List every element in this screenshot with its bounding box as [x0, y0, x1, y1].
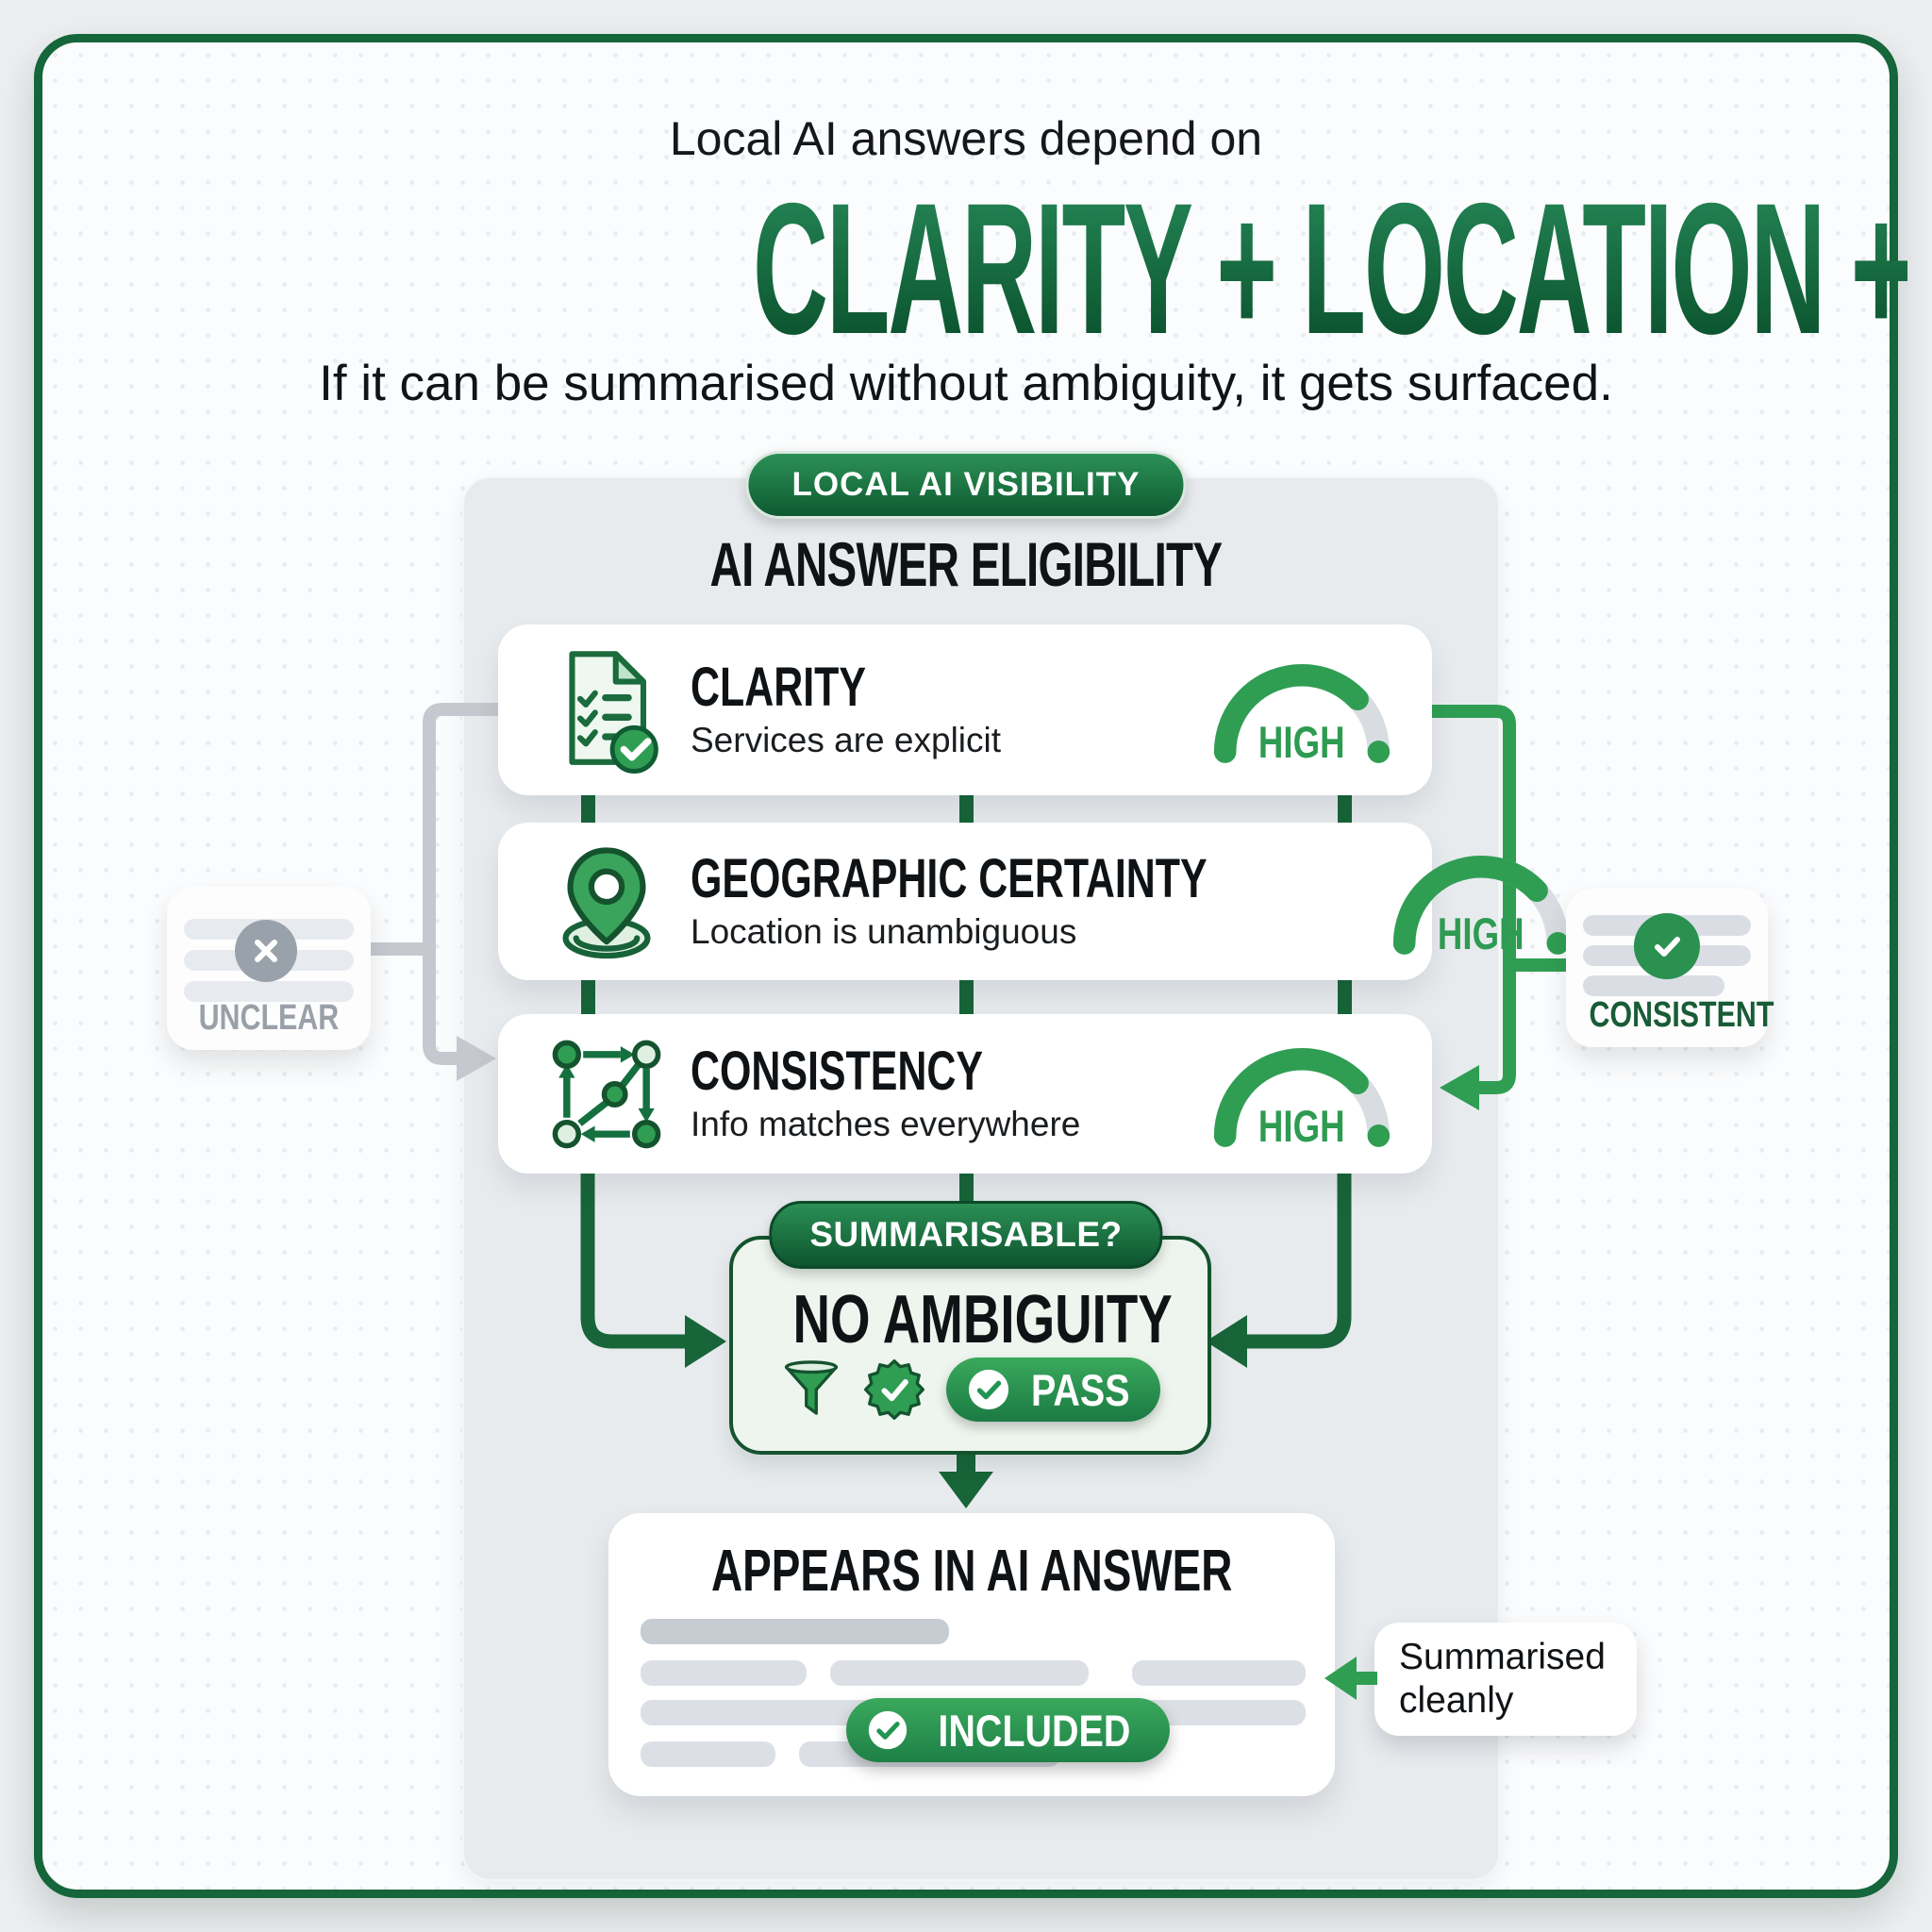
row-title: CLARITY	[691, 656, 866, 718]
included-badge: INCLUDED	[846, 1698, 1170, 1762]
gauge-high-icon: HIGH	[1209, 655, 1394, 767]
pass-label: PASS	[1031, 1364, 1130, 1415]
criteria-row-consistency: CONSISTENCY Info matches everywhere HIGH	[498, 1014, 1432, 1174]
gate-title: NO AMBIGUITY	[792, 1282, 1173, 1357]
header-subtitle: If it can be summarised without ambiguit…	[319, 356, 1613, 411]
summarised-cleanly-note: Summarised cleanly	[1374, 1623, 1637, 1736]
row-title: GEOGRAPHIC CERTAINTY	[691, 847, 1208, 909]
criteria-row-clarity: CLARITY Services are explicit HIGH	[498, 625, 1432, 795]
gauge-high-icon: HIGH	[1389, 846, 1574, 958]
row-subtitle: Location is unambiguous	[691, 911, 1077, 951]
pass-badge: PASS	[946, 1357, 1160, 1422]
unclear-label: UNCLEAR	[198, 998, 340, 1038]
gauge-label: HIGH	[1258, 716, 1345, 767]
consistent-label: CONSISTENT	[1589, 995, 1774, 1035]
skeleton-line	[830, 1660, 1089, 1686]
row-title: CONSISTENCY	[691, 1040, 984, 1102]
consistent-card: CONSISTENT	[1566, 889, 1774, 1047]
map-pin-icon	[533, 843, 679, 960]
result-title: APPEARS IN AI ANSWER	[710, 1539, 1233, 1604]
check-circle-icon	[1634, 913, 1700, 979]
row-text-clarity: CLARITY Services are explicit	[691, 656, 1209, 760]
skeleton-line	[1583, 975, 1724, 996]
eligibility-heading: AI ANSWER ELIGIBILITY	[709, 529, 1224, 599]
gauge-high-icon: HIGH	[1209, 1039, 1394, 1151]
result-card: APPEARS IN AI ANSWER INCLUDED	[608, 1513, 1335, 1796]
skeleton-line	[1132, 1660, 1306, 1686]
no-ambiguity-box: NO AMBIGUITY PASS	[729, 1236, 1211, 1455]
row-text-geography: GEOGRAPHIC CERTAINTY Location is unambig…	[691, 847, 1389, 952]
x-circle-icon	[235, 920, 297, 982]
gauge-label: HIGH	[1438, 908, 1524, 958]
check-circle-icon	[969, 1369, 1009, 1410]
note-line: cleanly	[1399, 1680, 1514, 1721]
row-text-consistency: CONSISTENCY Info matches everywhere	[691, 1040, 1209, 1144]
row-subtitle: Services are explicit	[691, 720, 1002, 759]
gauge-label: HIGH	[1258, 1100, 1345, 1151]
funnel-icon	[785, 1360, 839, 1415]
gate-icons-row: PASS	[733, 1357, 1208, 1422]
skeleton-line	[641, 1741, 775, 1767]
network-graph-icon	[533, 1036, 679, 1153]
skeleton-line	[641, 1660, 807, 1686]
criteria-row-geography: GEOGRAPHIC CERTAINTY Location is unambig…	[498, 823, 1570, 980]
summarisable-badge: SUMMARISABLE?	[769, 1201, 1163, 1269]
check-circle-icon	[868, 1710, 908, 1750]
included-label: INCLUDED	[938, 1705, 1131, 1756]
note-line: Summarised	[1399, 1636, 1606, 1677]
visibility-badge: LOCAL AI VISIBILITY	[745, 451, 1187, 519]
seal-check-icon	[864, 1358, 925, 1421]
header-kicker: Local AI answers depend on	[669, 112, 1263, 165]
row-subtitle: Info matches everywhere	[691, 1104, 1081, 1143]
unclear-card: UNCLEAR	[167, 887, 371, 1050]
checklist-document-icon	[533, 647, 679, 774]
skeleton-line	[641, 1619, 949, 1644]
page-title-text: CLARITY + LOCATION + CONSISTENCY	[753, 175, 1932, 361]
skeleton-line	[184, 981, 354, 1002]
page-title: CLARITY + LOCATION + CONSISTENCY	[0, 175, 1932, 361]
